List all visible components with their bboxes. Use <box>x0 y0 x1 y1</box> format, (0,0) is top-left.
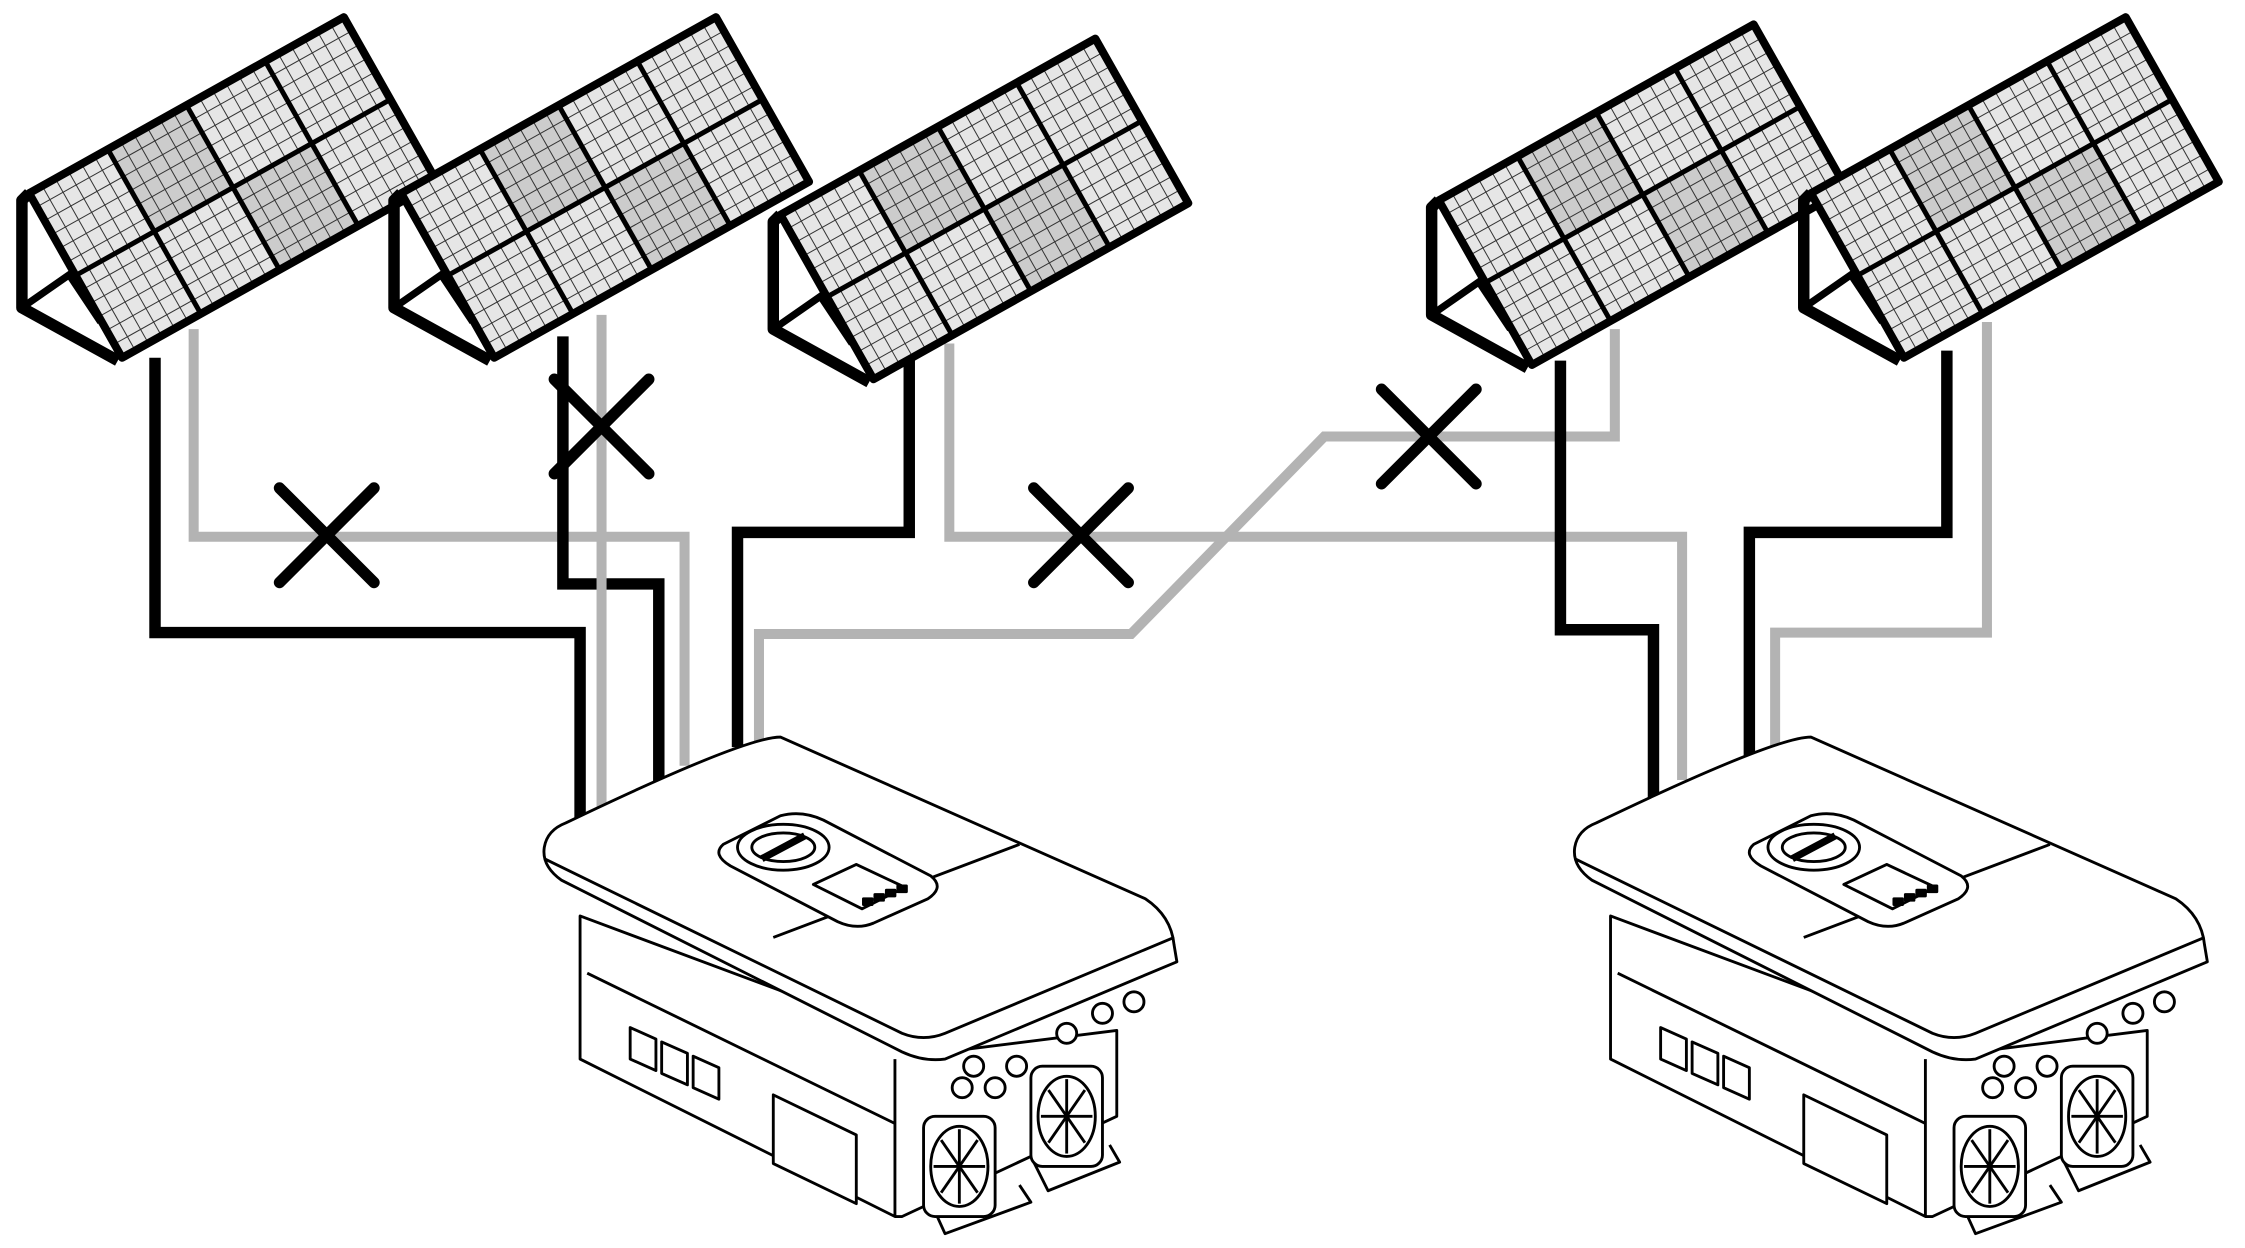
side-connector <box>1659 1026 1688 1072</box>
cross-mark-icon <box>1028 482 1134 589</box>
fan-blade <box>958 1165 979 1194</box>
panel-surface <box>1439 24 1847 365</box>
inverter <box>542 735 1179 1236</box>
fan-blade <box>1988 1139 2010 1168</box>
cable-gland <box>1122 990 1146 1014</box>
fan-blade <box>939 1139 961 1168</box>
solar-panel <box>1804 17 2219 360</box>
dark-cable <box>1554 360 1660 799</box>
side-connector <box>628 1026 658 1072</box>
panel-frame <box>1439 24 1847 365</box>
type-label <box>1802 1093 1889 1206</box>
side-connector <box>691 1054 721 1101</box>
fan-blade <box>2077 1089 2099 1118</box>
keypad-button <box>896 884 908 894</box>
keypad-button <box>1926 884 1939 894</box>
module-line <box>1485 107 1800 283</box>
cable-gland <box>2085 1021 2109 1045</box>
cross-mark-icon <box>548 373 655 480</box>
light-cable <box>1770 322 1992 748</box>
cable-gland <box>950 1076 974 1100</box>
panel-surface <box>780 39 1188 380</box>
wires <box>149 314 1992 819</box>
fan-blade <box>2095 1115 2117 1144</box>
cable-gland <box>2152 990 2176 1014</box>
type-label <box>771 1093 858 1206</box>
solar-panel <box>22 17 437 360</box>
light-cable <box>753 329 1620 748</box>
module-line <box>448 99 763 275</box>
solar-panels <box>22 17 2219 382</box>
cable-gland <box>1981 1076 2005 1100</box>
module-line <box>1857 99 2172 275</box>
housing-seam <box>586 971 896 1125</box>
panel-frame <box>1811 17 2219 358</box>
cable-gland <box>2121 1001 2145 1025</box>
panel-mount-frame <box>1425 196 1531 373</box>
cable-gland <box>2035 1054 2059 1078</box>
fan-blade <box>1047 1089 1068 1118</box>
cross-marks <box>273 373 1482 589</box>
keypad-button <box>862 897 874 906</box>
lid-edge <box>543 857 1175 1040</box>
cross-stroke <box>548 373 655 480</box>
panel-mount-frame <box>1798 189 1903 366</box>
fan-blade <box>1970 1139 1991 1168</box>
dc-switch-handle <box>1790 832 1837 862</box>
panel-surface <box>1811 17 2219 358</box>
cable-gland <box>2014 1076 2038 1100</box>
module-line <box>76 99 391 275</box>
lid-edge <box>1574 857 2206 1040</box>
panel-surface <box>401 17 809 358</box>
keypad-button <box>1915 888 1927 898</box>
dc-switch-handle <box>760 832 807 862</box>
light-cable <box>188 329 690 766</box>
fan-blade <box>1065 1115 1087 1144</box>
keypad-button <box>884 888 897 898</box>
cable-gland <box>1091 1001 1114 1025</box>
cross-mark-icon <box>273 482 380 589</box>
dark-cable <box>1743 350 1953 756</box>
keypad-button <box>873 893 885 902</box>
panel-mount-frame <box>16 189 121 366</box>
panel-mount-frame <box>388 189 493 366</box>
panel-mount-frame <box>767 210 872 388</box>
cable-gland <box>1055 1021 1079 1045</box>
fan-blade <box>1047 1115 1068 1144</box>
dark-cable <box>731 357 915 748</box>
panel-frame <box>401 17 809 358</box>
cable-gland <box>962 1054 986 1078</box>
fan-blade <box>1970 1165 1991 1194</box>
keypad-button <box>1903 893 1916 902</box>
cross-stroke <box>1028 482 1134 589</box>
light-cable <box>944 343 1688 780</box>
housing-seam <box>1617 971 1927 1125</box>
fan-blade <box>2077 1115 2099 1144</box>
cable-gland <box>1992 1054 2016 1078</box>
side-connector <box>1690 1040 1720 1087</box>
solar-panel <box>1432 24 1847 367</box>
side-connector <box>660 1040 689 1087</box>
fan-blade <box>2095 1089 2117 1118</box>
cross-stroke <box>273 482 380 589</box>
panel-surface <box>29 17 437 358</box>
cross-stroke <box>1375 383 1482 490</box>
solar-panel <box>394 17 809 360</box>
cable-gland <box>1005 1054 1029 1078</box>
solar-panel <box>773 39 1188 382</box>
dark-cable <box>149 357 586 819</box>
fan-blade <box>1988 1165 2010 1194</box>
side-connector <box>1722 1054 1751 1101</box>
fan-blade <box>958 1139 979 1168</box>
keypad-button <box>1892 897 1904 906</box>
fan-blade <box>939 1165 961 1194</box>
fan-blade <box>1065 1089 1087 1118</box>
inverters <box>542 735 2209 1236</box>
module-line <box>827 121 1142 297</box>
inverter <box>1572 735 2209 1236</box>
panel-frame <box>29 17 437 358</box>
panel-frame <box>780 39 1188 380</box>
cable-gland <box>983 1076 1007 1100</box>
cross-mark-icon <box>1375 383 1482 490</box>
